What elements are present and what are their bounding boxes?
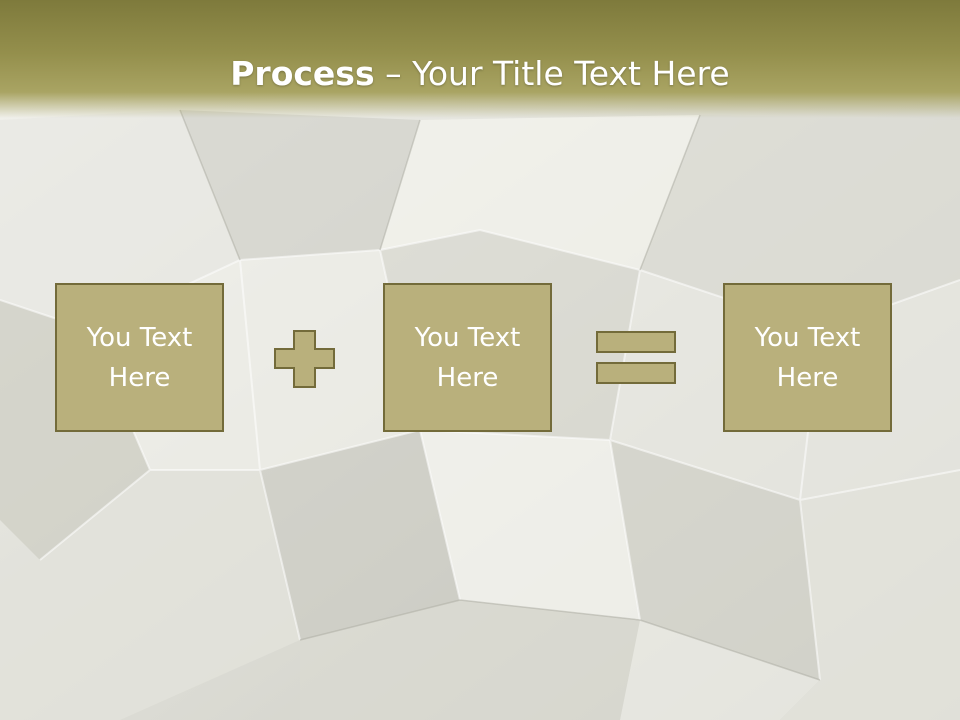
process-box-1-label: You Text Here xyxy=(65,318,215,398)
process-box-2[interactable]: You Text Here xyxy=(383,283,552,432)
process-box-1-line1: You Text xyxy=(86,322,193,353)
slide-title: Process – Your Title Text Here xyxy=(0,52,960,96)
title-rest: Your Title Text Here xyxy=(412,54,730,93)
process-box-3-label: You Text Here xyxy=(733,318,883,398)
title-bar xyxy=(0,0,960,118)
title-dash: – xyxy=(385,54,402,93)
equals-icon xyxy=(596,331,676,384)
process-box-1[interactable]: You Text Here xyxy=(55,283,224,432)
title-bold: Process xyxy=(230,54,375,93)
process-box-3[interactable]: You Text Here xyxy=(723,283,892,432)
process-box-2-label: You Text Here xyxy=(393,318,543,398)
process-box-3-line1: You Text xyxy=(754,322,861,353)
process-box-1-line2: Here xyxy=(108,362,171,393)
process-box-3-line2: Here xyxy=(776,362,839,393)
plus-icon xyxy=(274,330,335,388)
process-box-2-line1: You Text xyxy=(414,322,521,353)
process-box-2-line2: Here xyxy=(436,362,499,393)
